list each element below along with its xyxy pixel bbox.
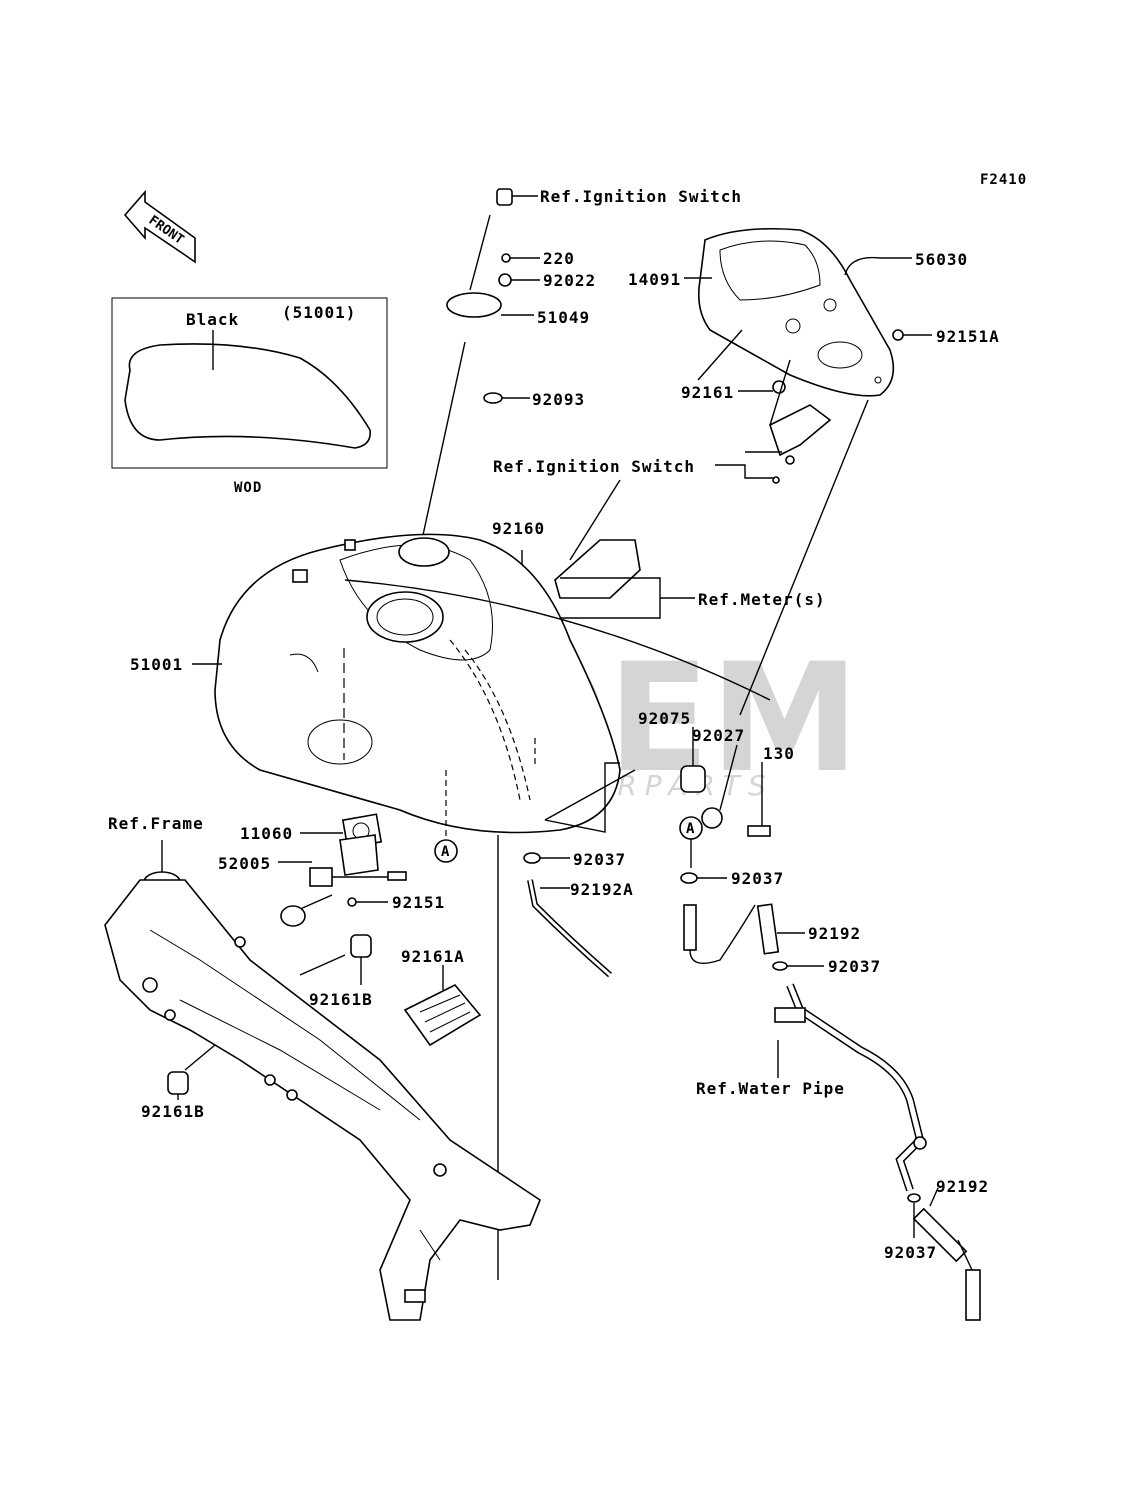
- callout-92151: 92151: [392, 893, 445, 912]
- figure-code: F2410: [980, 172, 1027, 188]
- callout-92192A: 92192A: [570, 880, 634, 899]
- callout-labels: Ref.Ignition Switch 220 92022 51049 9209…: [108, 187, 1000, 1262]
- rubber-damper-parts: [544, 727, 771, 837]
- inset-color-label: Black: [186, 310, 239, 329]
- callout-ref-water-pipe: Ref.Water Pipe: [696, 1079, 845, 1098]
- callout-ref-meters: Ref.Meter(s): [698, 590, 826, 609]
- callout-220: 220: [543, 249, 575, 268]
- marker-a-right: A: [679, 816, 703, 840]
- callout-92037-d: 92037: [884, 1243, 937, 1262]
- fuel-tank: [192, 533, 771, 834]
- marker-a1-label: A: [441, 844, 450, 860]
- rubber-pads: [167, 934, 482, 1100]
- right-hose-parts: [680, 839, 981, 1321]
- callout-51049: 51049: [537, 308, 590, 327]
- callout-92160: 92160: [492, 519, 545, 538]
- fuel-pump-parts: [278, 813, 407, 927]
- callout-ref-ignition-switch-mid: Ref.Ignition Switch: [493, 457, 695, 476]
- callout-92075: 92075: [638, 709, 691, 728]
- frame: [104, 840, 541, 1321]
- callout-ref-ignition-switch-top: Ref.Ignition Switch: [540, 187, 742, 206]
- callout-130: 130: [763, 744, 795, 763]
- callout-92192-a: 92192: [808, 924, 861, 943]
- marker-a2-label: A: [686, 821, 695, 837]
- callout-56030: 56030: [915, 250, 968, 269]
- callout-92037-b: 92037: [731, 869, 784, 888]
- callout-92192-b: 92192: [936, 1177, 989, 1196]
- callout-92151A: 92151A: [936, 327, 1000, 346]
- left-hose-parts: [523, 852, 612, 978]
- marker-a-left: A: [434, 839, 458, 863]
- callout-92161A: 92161A: [401, 947, 465, 966]
- callout-92027: 92027: [692, 726, 745, 745]
- callout-92037-a: 92037: [573, 850, 626, 869]
- callout-92161B-a: 92161B: [309, 990, 373, 1009]
- meter-housing: [684, 227, 932, 716]
- callout-92037-c: 92037: [828, 957, 881, 976]
- inset-part-ref: (51001): [282, 303, 356, 322]
- callout-14091: 14091: [628, 270, 681, 289]
- callout-92093: 92093: [532, 390, 585, 409]
- front-arrow-icon: FRONT: [123, 189, 196, 264]
- callout-11060: 11060: [240, 824, 293, 843]
- inset-wod: Black (51001) WOD: [111, 297, 388, 496]
- callout-92022: 92022: [543, 271, 596, 290]
- callout-52005: 52005: [218, 854, 271, 873]
- meter-bracket: [513, 479, 695, 633]
- callout-92161: 92161: [681, 383, 734, 402]
- inset-caption: WOD: [234, 480, 262, 496]
- ignition-cap-parts: [422, 188, 540, 536]
- callout-92161B-b: 92161B: [141, 1102, 205, 1121]
- callout-51001: 51001: [130, 655, 183, 674]
- callout-ref-frame: Ref.Frame: [108, 814, 204, 833]
